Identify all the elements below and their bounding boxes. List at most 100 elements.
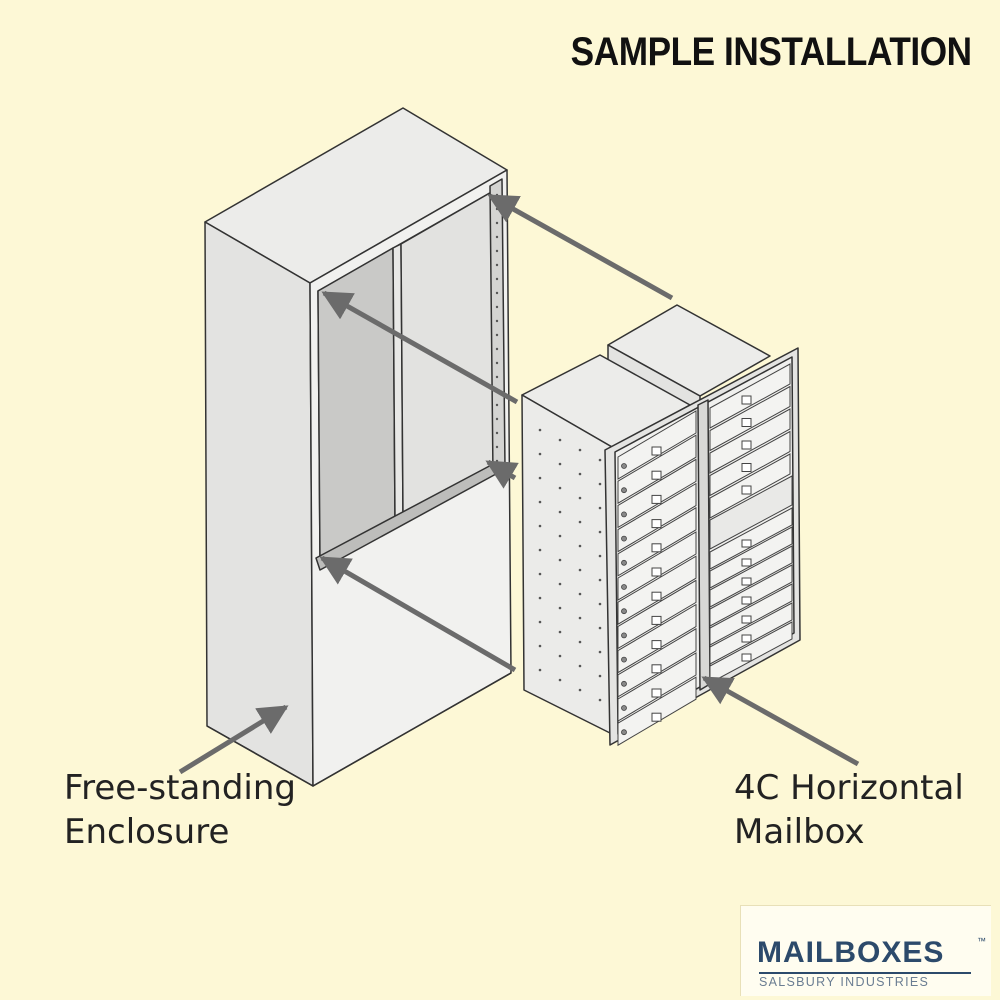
rail-hole — [495, 291, 499, 295]
side-rivet — [558, 654, 562, 658]
side-rivet — [578, 472, 582, 476]
rail-hole — [495, 235, 499, 239]
side-rivet — [598, 650, 602, 654]
mailbox-door — [617, 627, 697, 698]
door-lock — [651, 615, 662, 625]
door-lock — [741, 539, 752, 548]
arrow-top-rear — [487, 193, 674, 301]
side-rivet — [578, 640, 582, 644]
mailbox-door — [617, 482, 697, 553]
mailbox-door — [617, 676, 697, 747]
door-lock — [741, 463, 752, 472]
side-rivet — [598, 554, 602, 558]
door-lock — [741, 615, 752, 624]
side-rivet — [538, 428, 542, 432]
side-rivet — [558, 486, 562, 490]
side-rivet — [558, 582, 562, 586]
arrow-rail-middle — [485, 459, 519, 489]
door-lock — [741, 577, 752, 586]
rail-hole — [495, 403, 499, 407]
side-rivet — [538, 572, 542, 576]
door-lock — [651, 567, 662, 577]
side-rivet — [538, 668, 542, 672]
mailbox-label: 4C Horizontal Mailbox — [734, 766, 964, 854]
door-lock — [651, 519, 662, 529]
side-rivet — [538, 620, 542, 624]
side-rivet — [598, 626, 602, 630]
door-hinge — [621, 487, 627, 494]
mailbox-rivets — [495, 193, 602, 702]
page-title: SAMPLE INSTALLATION — [571, 30, 972, 74]
side-rivet — [598, 602, 602, 606]
rail-hole — [495, 333, 499, 337]
side-rivet — [578, 688, 582, 692]
side-rivet — [598, 506, 602, 510]
side-rivet — [578, 664, 582, 668]
mailbox-door — [709, 545, 793, 608]
door-hinge — [621, 680, 627, 687]
door-hinge — [621, 584, 627, 590]
mailbox-door — [709, 602, 793, 665]
door-lock — [741, 653, 752, 662]
door-lock — [651, 470, 662, 480]
mailbox-side — [521, 394, 615, 736]
door-hinge — [621, 656, 627, 663]
side-rivet — [578, 544, 582, 548]
arrow-shelf — [319, 555, 517, 673]
door-lock — [651, 591, 662, 601]
door-hinge — [621, 705, 627, 711]
rail-hole — [495, 249, 499, 253]
side-rivet — [578, 520, 582, 524]
side-rivet — [538, 596, 542, 600]
door-hinge — [621, 511, 627, 518]
arrow-mailbox-label — [701, 675, 860, 767]
side-rivet — [558, 462, 562, 466]
door-lock — [741, 395, 752, 405]
side-rivet — [538, 476, 542, 480]
door-lock — [651, 712, 662, 722]
enclosure-right-panel — [400, 189, 498, 518]
enclosure-drawing — [204, 107, 512, 787]
rail-hole — [495, 459, 499, 463]
side-rivet — [578, 448, 582, 452]
side-rivet — [558, 558, 562, 562]
mailbox-door — [709, 526, 793, 589]
rail-hole — [495, 417, 499, 421]
rail-hole — [495, 347, 499, 351]
enclosure-left-side — [204, 221, 314, 787]
rail-hole — [495, 375, 499, 379]
side-rivet — [578, 568, 582, 572]
side-rivet — [578, 616, 582, 620]
side-rivet — [558, 510, 562, 514]
door-lock — [651, 543, 662, 553]
side-rivet — [598, 578, 602, 582]
logo-rule — [759, 972, 971, 974]
door-lock — [741, 596, 752, 605]
brand-logo: MAILBOXES ™ SALSBURY INDUSTRIES — [740, 905, 991, 996]
mailbox-door — [617, 458, 697, 529]
enclosure-label-line-1: Free-standing — [64, 768, 297, 808]
door-hinge — [621, 632, 627, 639]
side-rivet — [578, 496, 582, 500]
side-rivet — [598, 698, 602, 702]
side-rivet — [598, 674, 602, 678]
rail-hole — [495, 277, 499, 281]
mailbox-door — [617, 652, 697, 722]
logo-subtitle: SALSBURY INDUSTRIES — [759, 975, 930, 989]
side-rivet — [558, 678, 562, 682]
logo-trademark: ™ — [977, 936, 986, 946]
mailbox-door — [617, 506, 697, 577]
side-rivet — [538, 524, 542, 528]
door-lock — [741, 634, 752, 643]
rail-hole — [495, 319, 499, 323]
side-rivet — [538, 644, 542, 648]
mailbox-door — [617, 555, 697, 626]
door-hinge — [621, 463, 627, 469]
door-lock — [741, 558, 752, 567]
door-hinge — [621, 535, 627, 542]
mailbox-door — [617, 579, 697, 650]
side-rivet — [578, 592, 582, 596]
logo-brand-name: MAILBOXES — [757, 936, 945, 969]
side-rivet — [598, 530, 602, 534]
door-lock — [741, 418, 752, 427]
